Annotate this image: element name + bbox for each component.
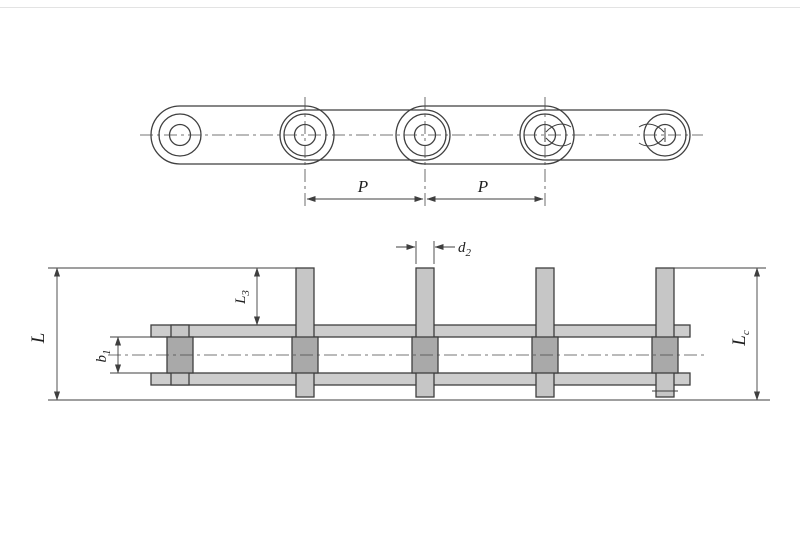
- pitch-label-1: P: [357, 177, 368, 196]
- extended-pin-5: [655, 267, 675, 398]
- roller-plan-3: [411, 336, 439, 374]
- bottom-view-dimensions: L Lc L3 b1: [28, 240, 770, 401]
- dimension-label-b1: b1: [94, 350, 113, 363]
- extended-pin-3: [415, 267, 435, 398]
- dimension-d2: d2: [396, 240, 472, 264]
- top-view-centerlines: [140, 97, 703, 209]
- rollers-plan: [166, 336, 679, 374]
- extended-pin-2: [295, 267, 315, 398]
- dimension-label-d2: d2: [458, 240, 472, 259]
- top-view-side-elevation: P P: [140, 97, 703, 209]
- dimension-label-L: L: [28, 333, 49, 345]
- cotter-pin-tail-upper-5: [638, 123, 665, 133]
- dimension-label-Lc: Lc: [729, 330, 752, 347]
- dimension-b1: b1: [94, 336, 166, 374]
- cotter-pin-tail-lower-4: [545, 137, 572, 147]
- dimension-L3: L3: [233, 267, 296, 326]
- cotter-pin-symbol-5: [638, 123, 666, 147]
- bottom-view-plan: [108, 267, 706, 398]
- dimension-label-L3: L3: [233, 290, 252, 305]
- dimension-Lc: Lc: [674, 267, 766, 401]
- page-top-divider: [0, 7, 800, 8]
- cotter-pin-tail-upper-4: [545, 123, 572, 133]
- extended-pin-4: [535, 267, 555, 398]
- pitch-label-2: P: [477, 177, 488, 196]
- cotter-pin-tail-lower-5: [638, 137, 665, 147]
- pitch-dimensions: P P: [306, 177, 544, 203]
